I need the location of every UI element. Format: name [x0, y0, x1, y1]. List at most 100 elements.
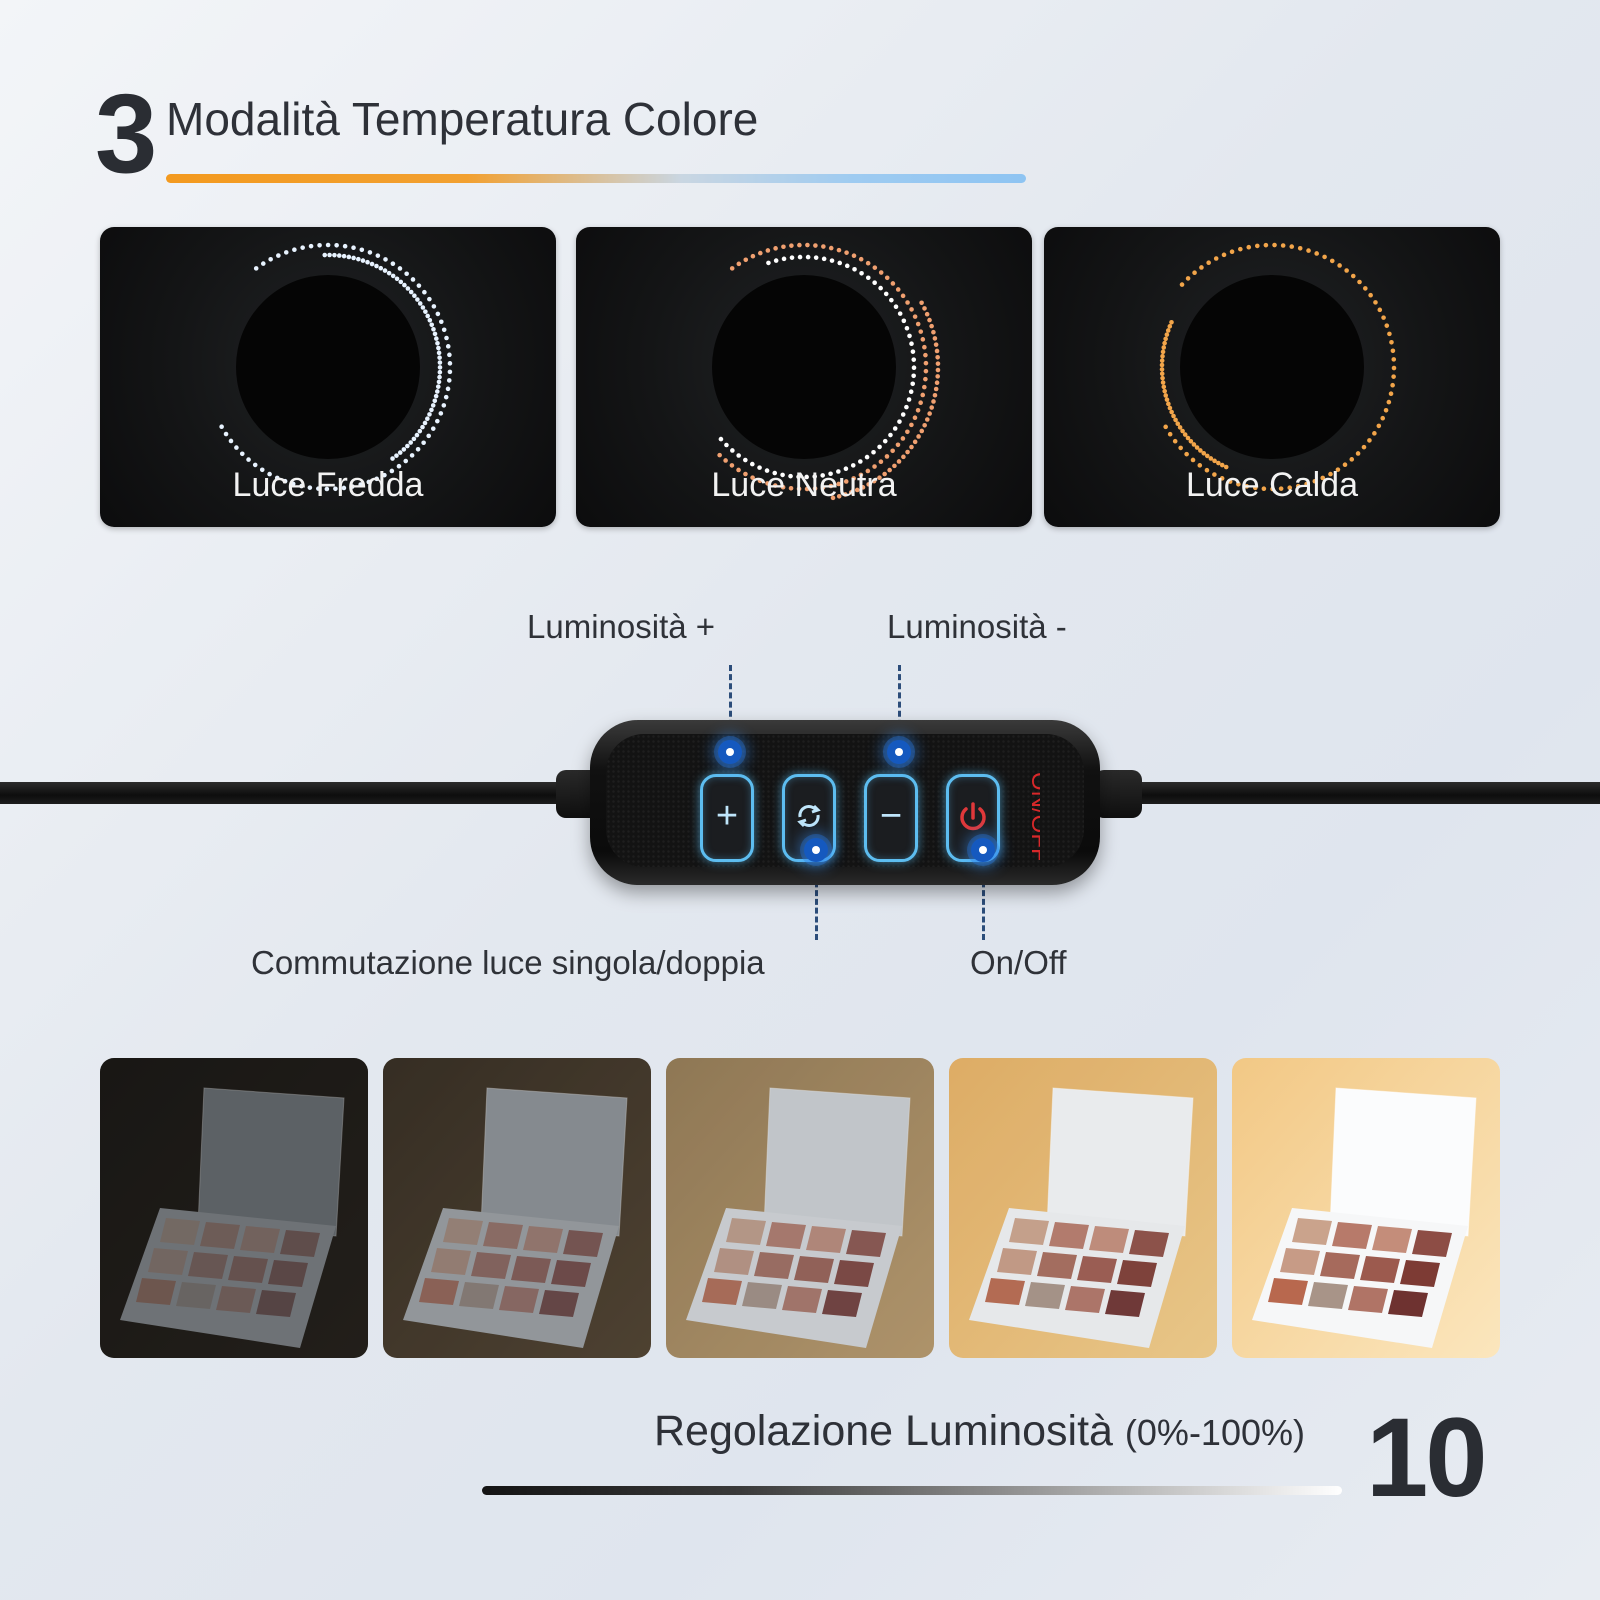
led-dot: [934, 380, 940, 386]
led-dot: [1367, 438, 1372, 443]
led-dot: [1335, 467, 1341, 472]
led-dot: [1236, 481, 1241, 487]
cycle-icon: [797, 804, 821, 828]
led-dot: [828, 245, 834, 251]
led-dot: [889, 297, 894, 303]
led-dot: [1163, 393, 1169, 398]
eyeshadow-pan: [822, 1290, 862, 1317]
led-dot: [292, 247, 297, 253]
led-dot: [934, 348, 940, 354]
led-dot: [736, 467, 741, 473]
led-dot: [905, 429, 910, 435]
led-dot: [1252, 485, 1258, 491]
brightness-down-leader: [898, 665, 901, 735]
led-dot: [396, 463, 402, 469]
led-dot: [837, 260, 843, 266]
led-dot: [1254, 243, 1260, 249]
led-dot: [912, 439, 918, 445]
led-dot: [1178, 445, 1183, 451]
led-dot: [412, 293, 417, 299]
led-dot: [820, 485, 826, 490]
led-dot: [1329, 258, 1335, 264]
led-dot: [234, 445, 239, 450]
led-dot: [445, 386, 451, 392]
led-dot: [915, 321, 921, 327]
led-dot: [919, 428, 925, 434]
led-dot: [429, 407, 434, 413]
led-dot: [887, 467, 892, 473]
brightness-up-leader: [729, 665, 732, 735]
led-dot: [403, 458, 409, 464]
led-dot: [437, 369, 443, 375]
led-dot: [446, 378, 452, 383]
led-dot: [367, 250, 373, 255]
eyeshadow-pan: [1049, 1222, 1089, 1249]
led-dot: [308, 243, 314, 249]
led-dot: [836, 247, 842, 253]
led-dot: [228, 438, 234, 444]
led-dot: [389, 468, 395, 474]
led-dot: [1179, 282, 1185, 287]
led-dot: [1363, 286, 1368, 291]
cable-right: [1130, 782, 1600, 804]
eyeshadow-palette-image: [383, 1058, 651, 1358]
eyeshadow-pan: [1280, 1248, 1320, 1275]
led-dot: [447, 369, 453, 375]
eyeshadow-pan: [726, 1218, 766, 1245]
led-dot: [1212, 472, 1217, 477]
led-dot: [219, 424, 224, 430]
led-dot: [436, 350, 442, 356]
led-dot: [909, 422, 914, 428]
led-dot: [919, 300, 924, 306]
eyeshadow-pan: [782, 1286, 822, 1313]
led-dot: [878, 285, 883, 291]
eyeshadow-pan: [1129, 1230, 1169, 1257]
led-dot: [858, 472, 864, 478]
cold-light-label: Luce Fredda: [232, 466, 424, 504]
led-dot: [788, 473, 793, 479]
brightness-underline: [482, 1486, 1342, 1495]
led-dot: [904, 325, 910, 331]
led-dot: [1227, 479, 1233, 484]
eyeshadow-pan: [702, 1278, 742, 1305]
led-dot: [436, 379, 442, 385]
led-dot: [743, 457, 748, 463]
led-dot: [743, 471, 748, 477]
palette-lid: [197, 1087, 345, 1237]
led-dot: [1160, 375, 1165, 381]
led-dot: [394, 453, 399, 458]
led-dot: [420, 424, 425, 430]
led-dot: [374, 476, 380, 482]
led-dot: [897, 419, 902, 424]
led-dot: [1337, 263, 1342, 268]
eyeshadow-pan: [160, 1218, 200, 1245]
brightness-down-button[interactable]: −: [864, 774, 918, 862]
eyeshadow-pan: [483, 1222, 523, 1249]
inline-controller: + − ON/OFF: [590, 720, 1100, 885]
led-dot: [1328, 471, 1333, 477]
brightness-up-button[interactable]: +: [700, 774, 754, 862]
led-dot: [829, 258, 835, 263]
led-dot: [1261, 486, 1267, 492]
led-dot: [1390, 382, 1395, 388]
led-dot: [411, 436, 417, 442]
led-dot: [437, 365, 443, 370]
led-dot: [420, 305, 426, 310]
neutral-light-label: Luce Neutra: [711, 466, 897, 504]
led-dot: [828, 471, 833, 477]
eyeshadow-pan: [1388, 1290, 1428, 1317]
led-dot: [1357, 279, 1362, 285]
led-dot: [427, 296, 432, 302]
led-dot: [717, 452, 722, 458]
eyeshadow-pan: [563, 1230, 603, 1257]
led-dot: [239, 451, 245, 457]
led-dot: [907, 333, 912, 339]
led-dot: [1201, 450, 1207, 456]
led-dot: [864, 454, 870, 460]
eyeshadow-pan: [1105, 1290, 1145, 1317]
led-dot: [1180, 428, 1185, 434]
led-dot: [422, 289, 427, 295]
eyeshadow-palette-image: [666, 1058, 934, 1358]
led-dot: [1391, 374, 1396, 379]
eyeshadow-pan: [1025, 1282, 1065, 1309]
